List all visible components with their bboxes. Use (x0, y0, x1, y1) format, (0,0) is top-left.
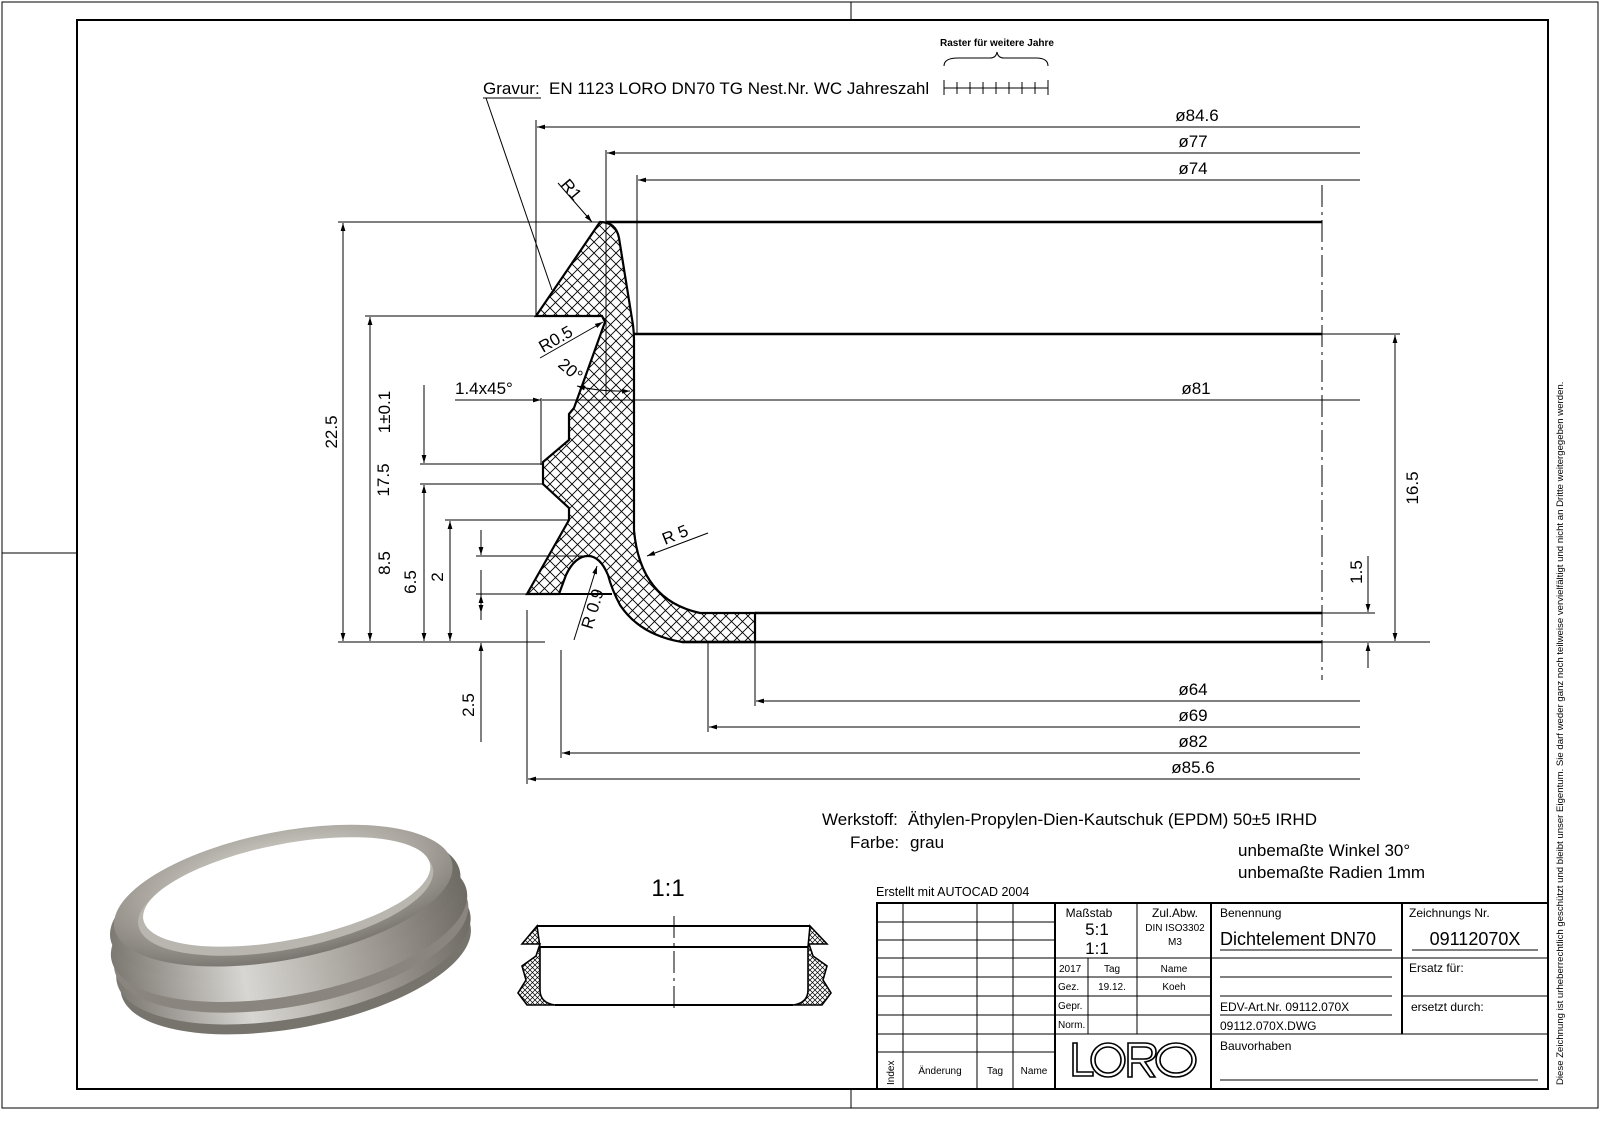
scale-secondary: 1:1 (1085, 939, 1109, 958)
dim-angle-20: 20° (554, 355, 586, 386)
dim-d64: ø64 (1178, 680, 1207, 699)
dim-h16-5: 16.5 (1403, 471, 1422, 504)
dim-r5: R 5 (659, 521, 691, 549)
engraving-annotation: Gravur: EN 1123 LORO DN70 TG Nest.Nr. WC… (483, 38, 1054, 291)
diameter-dimensions: ø84.6 ø77 ø74 ø81 ø64 ø69 ø82 ø85.6 (526, 106, 1360, 784)
color-value: grau (910, 833, 944, 852)
title-block: Maßstab 5:1 1:1 Zul.Abw. DIN ISO3302 M3 … (876, 902, 1549, 1090)
height-dimensions: 22.5 17.5 1±0.1 8.5 6.5 2 2.5 16.5 1.5 (322, 221, 1430, 742)
year: 2017 (1059, 964, 1082, 975)
dim-d85-6: ø85.6 (1171, 758, 1214, 777)
scale-label: Maßstab (1066, 906, 1113, 920)
dim-d69: ø69 (1178, 706, 1207, 725)
small-section-view (517, 916, 832, 1012)
designation-value: Dichtelement DN70 (1220, 929, 1376, 949)
dim-h2-5: 2.5 (459, 693, 478, 717)
revision-name-label: Name (1021, 1066, 1048, 1077)
revision-index-label: Index (886, 1061, 897, 1085)
checked-label: Gepr. (1058, 1001, 1082, 1012)
revision-day-label: Tag (987, 1066, 1003, 1077)
engraving-label: Gravur: (483, 79, 540, 98)
seal-profile-section (525, 150, 1323, 680)
dim-h2: 2 (428, 572, 447, 581)
dim-r1: R1 (557, 175, 586, 204)
tolerance-standard: DIN ISO3302 (1145, 923, 1205, 934)
dim-h8-5: 8.5 (375, 551, 394, 575)
dim-chamfer: 1.4x45° (455, 379, 513, 398)
dim-h1-5: 1.5 (1347, 560, 1366, 584)
dim-d84-6: ø84.6 (1175, 106, 1218, 125)
untoleranced-angles-note: unbemaßte Winkel 30° (1238, 841, 1410, 860)
copyright-notice: Diese Zeichnung ist urheberrechtlich ges… (1555, 382, 1566, 1085)
dim-h17-5: 17.5 (374, 463, 393, 496)
small-view-scale: 1:1 (651, 875, 684, 902)
tolerance-class: M3 (1168, 937, 1182, 948)
seal-3d-render (110, 824, 471, 1035)
edv-article-number: EDV-Art.Nr. 09112.070X (1220, 1000, 1349, 1014)
project-label: Bauvorhaben (1220, 1039, 1291, 1053)
drawn-day: 19.12. (1098, 982, 1126, 993)
dim-d82: ø82 (1178, 732, 1207, 751)
grid-note: Raster für weitere Jahre (940, 38, 1054, 49)
material-notes: Werkstoff: Äthylen-Propylen-Dien-Kautsch… (651, 810, 1425, 902)
created-with-note: Erstellt mit AUTOCAD 2004 (876, 885, 1029, 899)
dim-d74: ø74 (1178, 159, 1207, 178)
designation-label: Benennung (1220, 906, 1281, 920)
dim-h1: 1±0.1 (375, 391, 394, 433)
name-label: Name (1161, 964, 1188, 975)
dim-h22-5: 22.5 (322, 415, 341, 448)
replaces-label: Ersatz für: (1409, 961, 1464, 975)
dim-r0-5: R0.5 (536, 322, 577, 356)
dim-d77: ø77 (1178, 132, 1207, 151)
file-name: 09112.070X.DWG (1220, 1019, 1317, 1033)
revision-change-label: Änderung (918, 1065, 961, 1077)
drawn-label: Gez. (1058, 982, 1079, 993)
dim-h6-5: 6.5 (401, 570, 420, 594)
color-label: Farbe: (850, 833, 899, 852)
material-label: Werkstoff: (822, 810, 898, 829)
drawn-name: Koeh (1162, 982, 1185, 993)
drawing-number-label: Zeichnungs Nr. (1409, 906, 1490, 920)
norm-label: Norm. (1058, 1020, 1085, 1031)
untoleranced-radii-note: unbemaßte Radien 1mm (1238, 863, 1425, 882)
scale-primary: 5:1 (1085, 920, 1109, 939)
drawing-number-value: 09112070X (1430, 929, 1521, 949)
day-label: Tag (1104, 964, 1120, 975)
sheet-frame (1, 1, 1599, 1109)
engraving-text: EN 1123 LORO DN70 TG Nest.Nr. WC Jahresz… (549, 79, 929, 98)
tolerance-label: Zul.Abw. (1152, 906, 1198, 920)
loro-logo (1072, 1042, 1197, 1078)
material-value: Äthylen-Propylen-Dien-Kautschuk (EPDM) 5… (908, 810, 1317, 829)
dim-d81: ø81 (1181, 379, 1210, 398)
replaced-by-label: ersetzt durch: (1411, 1000, 1484, 1014)
